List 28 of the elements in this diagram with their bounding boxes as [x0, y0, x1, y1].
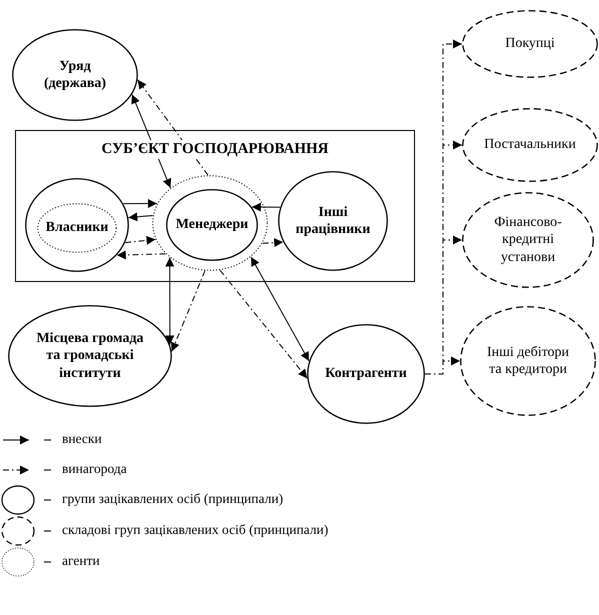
arrow: [128, 212, 154, 222]
node-label: Покупці: [505, 35, 555, 53]
arrow: [220, 270, 308, 379]
legend-label: групи зацікавлених осіб (принципали): [62, 491, 284, 507]
legend-label: агенти: [62, 553, 100, 569]
arrow: [251, 202, 281, 212]
node-label: Уряд (держава): [42, 58, 108, 92]
legend-label: внески: [62, 431, 102, 447]
node-label: Інші працівники: [294, 204, 372, 238]
arrow: [137, 79, 208, 176]
node-label: Фінансово-кредитні установи: [493, 214, 563, 266]
node-label: Менеджери: [176, 216, 248, 234]
node-label: Місцева громада та громадські інститути: [35, 330, 145, 382]
arrow: [170, 270, 206, 352]
arrow: [165, 257, 174, 346]
node-label: Контрагенти: [325, 365, 407, 383]
arrow: [262, 238, 284, 248]
legend-label: винагорода: [62, 461, 127, 477]
node-label: Постачальники: [484, 136, 576, 154]
node-label: Інші дебітори та кредитори: [486, 344, 570, 378]
node-label: Власники: [46, 219, 108, 237]
arrow: [116, 250, 166, 260]
legend-label: складові груп зацікавлених осіб (принципали): [62, 522, 328, 538]
arrow: [250, 256, 310, 362]
frame-heading: СУБ’ЄКТ ГОСПОДАРЮВАННЯ: [101, 140, 329, 159]
arrow: [124, 236, 156, 245]
arrow: [424, 356, 460, 374]
arrow: [122, 199, 158, 208]
